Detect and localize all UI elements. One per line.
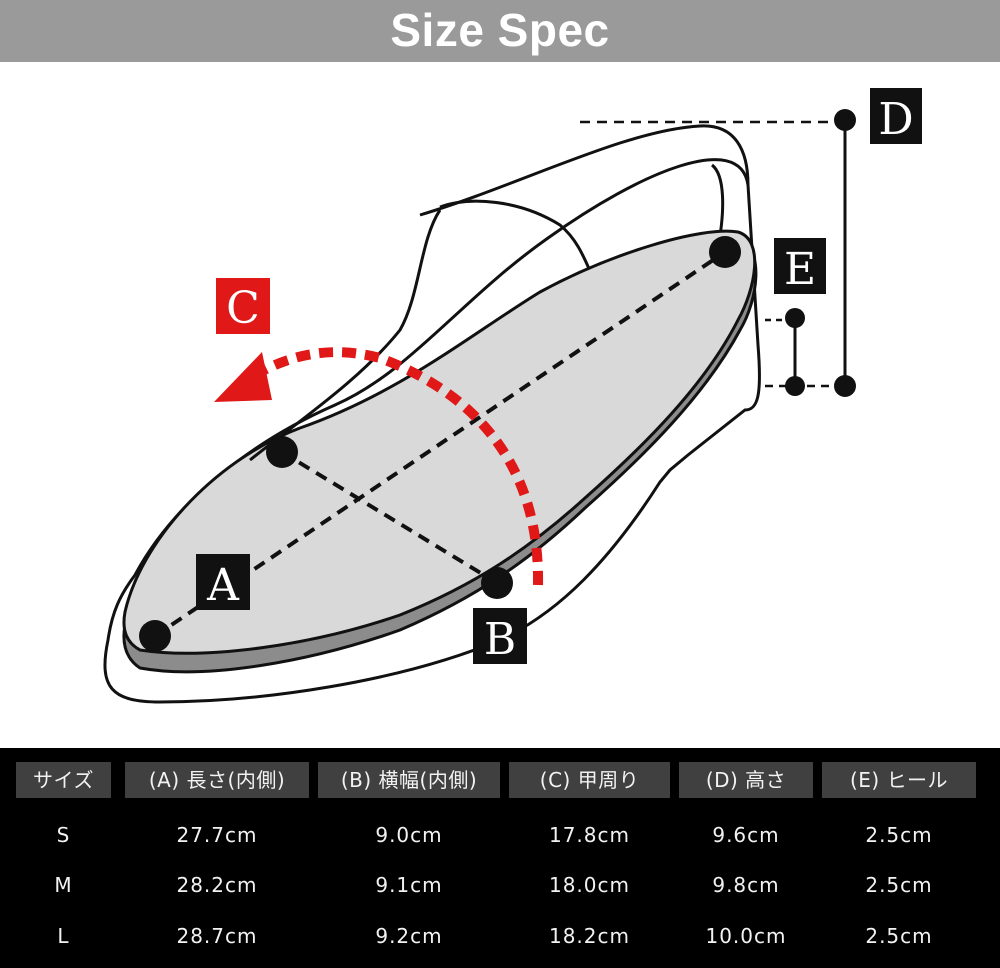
label-tag-b: B <box>473 608 527 665</box>
label-a-text: A <box>206 560 240 611</box>
cell-length-s: 27.7cm <box>176 823 258 847</box>
page-title: Size Spec <box>390 4 610 56</box>
cell-length-l: 28.7cm <box>176 924 258 948</box>
header-length: (A) 長さ(内側) <box>125 762 309 798</box>
header-heel: (E) ヒール <box>822 762 976 798</box>
header-width: (B) 横幅(内側) <box>318 762 500 798</box>
cell-height-l: 10.0cm <box>705 924 787 948</box>
cell-size-s: S <box>56 823 71 847</box>
title-banner: Size Spec <box>0 0 1000 62</box>
cell-height-s: 9.6cm <box>712 823 780 847</box>
header-size: サイズ <box>16 762 111 798</box>
point-b-inner <box>481 567 513 599</box>
label-tag-d: D <box>870 88 922 145</box>
header-instep: (C) 甲周り <box>509 762 670 798</box>
cell-heel-m: 2.5cm <box>865 873 933 897</box>
size-spec-table: サイズ (A) 長さ(内側) (B) 横幅(内側) (C) 甲周り (D) 高さ… <box>0 748 1000 968</box>
shoe-measurement-diagram: D E C A B <box>0 62 1000 748</box>
label-b-text: B <box>484 614 516 665</box>
instep-measure-arc <box>252 347 544 586</box>
label-tag-a: A <box>196 554 250 611</box>
label-e-text: E <box>784 244 816 295</box>
point-a-heel <box>709 236 741 268</box>
length-measure-line <box>153 250 727 638</box>
shoe-upper <box>249 209 442 462</box>
point-b-outer <box>266 436 298 468</box>
width-measure-line <box>280 450 499 585</box>
cell-heel-s: 2.5cm <box>865 823 933 847</box>
label-tag-c: C <box>216 278 270 334</box>
point-e-top <box>785 308 805 328</box>
label-d-text: D <box>878 94 913 145</box>
point-a-toe <box>139 620 171 652</box>
cell-length-m: 28.2cm <box>176 873 258 897</box>
cell-width-m: 9.1cm <box>375 873 443 897</box>
cell-heel-l: 2.5cm <box>865 924 933 948</box>
instep-arrow-head <box>214 352 272 402</box>
cell-size-m: M <box>54 873 73 897</box>
point-d-bottom <box>834 375 856 397</box>
cell-instep-s: 17.8cm <box>548 823 630 847</box>
point-e-bottom <box>785 376 805 396</box>
cell-height-m: 9.8cm <box>712 873 780 897</box>
cell-instep-l: 18.2cm <box>548 924 630 948</box>
label-c-text: C <box>226 283 260 334</box>
cell-width-l: 9.2cm <box>375 924 443 948</box>
header-height: (D) 高さ <box>679 762 813 798</box>
point-d-top <box>834 109 856 131</box>
shoe-diagram-svg: D E C A B <box>103 88 922 704</box>
shoe-heel-outline <box>419 124 750 217</box>
cell-width-s: 9.0cm <box>375 823 443 847</box>
cell-instep-m: 18.0cm <box>548 873 630 897</box>
cell-size-l: L <box>57 924 70 948</box>
label-tag-e: E <box>774 238 826 295</box>
